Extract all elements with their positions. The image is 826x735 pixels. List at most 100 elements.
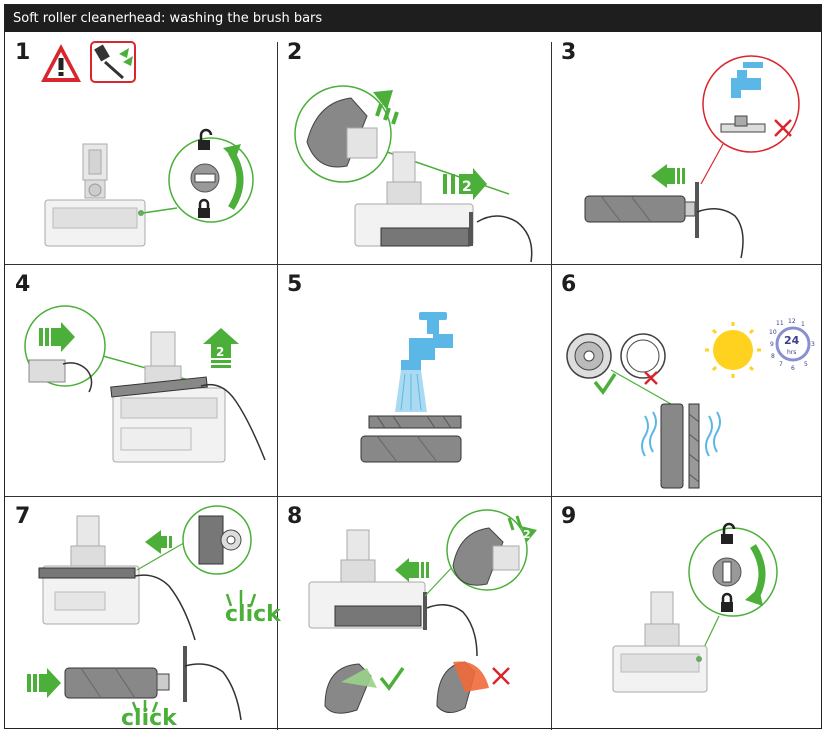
clock-number: 1	[801, 321, 805, 328]
water-stream-icon	[395, 370, 427, 412]
step-number: 7	[15, 504, 31, 529]
cleanerhead-icon	[308, 529, 427, 630]
grid-divider	[277, 42, 278, 730]
step-8-panel: 8	[277, 496, 551, 728]
unplug-icon	[90, 41, 136, 83]
lift-arrow-icon: 2	[203, 328, 239, 368]
clock-number: 5	[804, 361, 808, 368]
step-number: 9	[561, 504, 577, 529]
warning-icon	[41, 44, 81, 82]
tap-icon	[401, 312, 453, 370]
click-label: click	[121, 706, 177, 731]
step-9-illustration	[612, 522, 778, 693]
step-6-illustration: 24 hrs 12 1 3 5 6 7 8 9 10 11	[566, 318, 815, 489]
soft-roller-icon	[64, 646, 187, 702]
clock-number: 9	[770, 341, 774, 348]
clean-roller-end-icon	[566, 333, 612, 379]
arrow-number-label: 2	[523, 528, 531, 541]
push-arrow-icon	[27, 668, 61, 698]
clock-numbers: 12 1 3 5 6 7 8 9 10 11	[769, 318, 815, 372]
step-5-panel: 5	[277, 264, 551, 496]
step-8-illustration: 2	[308, 509, 537, 714]
hand-icon	[200, 383, 266, 461]
unlock-icon	[198, 128, 213, 150]
arrow-number-label: 2	[216, 345, 224, 359]
step-2-illustration: 2	[294, 85, 533, 263]
cross-icon	[644, 371, 658, 385]
grid-divider	[5, 496, 821, 497]
clock-number: 6	[791, 365, 795, 372]
brush-bar-icon	[368, 415, 462, 429]
cleanerhead-icon	[38, 515, 140, 625]
clock-hours: 24	[784, 334, 800, 347]
cap-detail-callout	[446, 509, 528, 591]
hand-icon	[134, 574, 196, 641]
arrow-number-label: 2	[462, 179, 472, 195]
left-arrow-icon	[395, 558, 429, 582]
no-water-callout	[700, 55, 800, 185]
up-arrow-icon	[373, 90, 399, 125]
step-number: 4	[15, 272, 31, 297]
clock-number: 8	[771, 353, 775, 360]
lock-icon	[721, 592, 733, 612]
clock-number: 12	[788, 318, 796, 325]
step-number: 6	[561, 272, 577, 297]
incorrect-cap-icon	[436, 661, 510, 713]
drying-roller-icon	[660, 403, 700, 489]
step-9-panel: 9	[551, 496, 821, 728]
brush-bar-icon	[584, 182, 699, 238]
clock-number: 7	[779, 361, 783, 368]
step-number: 1	[15, 40, 31, 65]
step-4-illustration: 2	[24, 305, 266, 463]
lock-detail-callout	[142, 128, 254, 223]
step-number: 2	[287, 40, 303, 65]
clock-number: 10	[769, 329, 777, 336]
close-cap-arrow-icon: 2	[507, 515, 537, 542]
cleanerhead-icon	[612, 591, 708, 693]
push-arrow-icon	[39, 322, 75, 352]
sun-icon	[705, 322, 761, 378]
soft-roller-icon	[360, 435, 462, 463]
hand-icon	[184, 663, 242, 721]
hand-icon	[696, 208, 744, 259]
step-7-panel: 7	[5, 496, 281, 731]
grid-divider	[5, 264, 821, 265]
step-3-illustration	[584, 55, 800, 259]
click-label: click	[225, 602, 281, 627]
step-7-illustration	[27, 505, 257, 721]
click-sound-icon	[225, 590, 257, 607]
instruction-sheet: Soft roller cleanerhead: washing the bru…	[4, 4, 822, 731]
cleanerhead-icon	[110, 331, 226, 463]
step-1-panel: 1	[5, 32, 277, 264]
hand-icon	[476, 215, 533, 263]
hand-icon	[426, 604, 478, 657]
pull-out-arrow-icon: 2	[443, 168, 487, 200]
step-number: 8	[287, 504, 303, 529]
insert-arrow-icon	[145, 530, 172, 554]
tap-icon	[731, 62, 763, 98]
left-arrow-icon	[651, 164, 685, 188]
grid-divider	[551, 42, 552, 730]
lock-detail-callout	[688, 522, 778, 617]
end-cap-callout	[24, 305, 106, 393]
step-number: 5	[287, 272, 303, 297]
click-sound-icon	[131, 700, 159, 713]
lock-icon	[198, 198, 210, 218]
step-2-panel: 2	[277, 32, 551, 264]
unlock-icon	[721, 522, 736, 544]
step-4-panel: 4	[5, 264, 277, 496]
step-number: 3	[561, 40, 577, 65]
clock-number: 3	[811, 341, 815, 348]
clock-number: 11	[776, 320, 784, 327]
dirty-roller-end-icon	[620, 333, 666, 379]
sheet-title: Soft roller cleanerhead: washing the bru…	[5, 5, 821, 32]
cap-detail-callout	[294, 85, 392, 183]
check-icon	[593, 373, 617, 395]
steps-grid: 1	[5, 32, 821, 731]
step-5-illustration	[360, 312, 462, 463]
cleanerhead-icon	[44, 143, 146, 247]
correct-cap-icon	[324, 663, 405, 714]
clock-icon: 24 hrs 12 1 3 5 6 7 8 9 10 11	[769, 318, 815, 372]
step-3-panel: 3	[551, 32, 821, 264]
cross-icon	[774, 119, 792, 137]
